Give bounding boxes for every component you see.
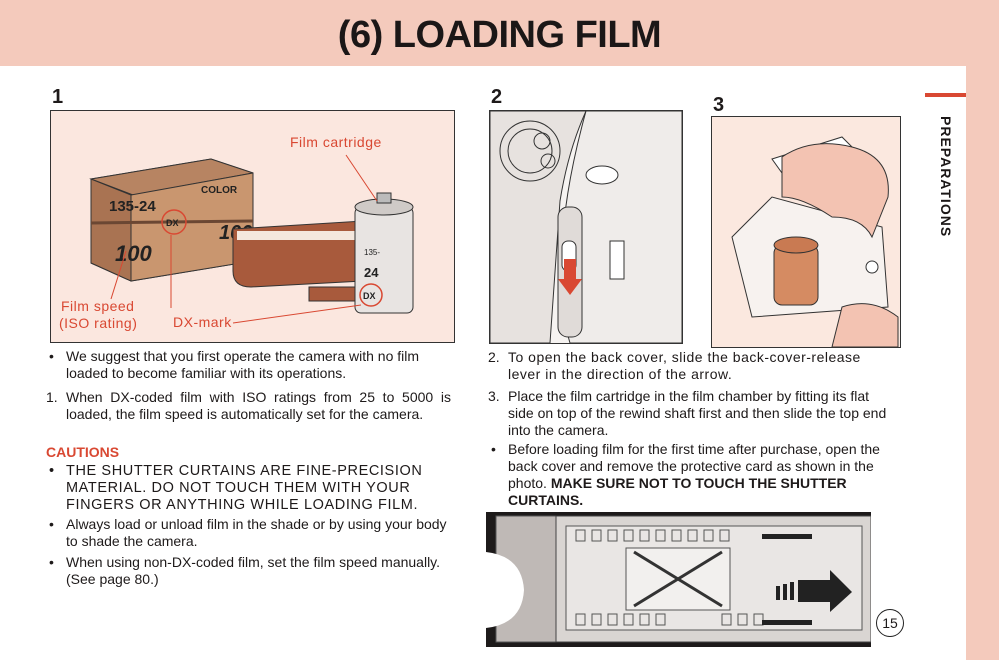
- cartridge-dx-circle: [359, 283, 383, 307]
- cartridge-film-number: 135-: [364, 248, 380, 257]
- step-2-text: To open the back cover, slide the back-c…: [508, 349, 861, 382]
- figure-2-open-back-cover: [489, 110, 683, 344]
- box-film-number: 135-24: [109, 198, 156, 215]
- figure-1-film-cartridge: 135-24 COLOR 100 100 DX 135- 24 DX Film …: [50, 110, 455, 343]
- cautions-heading: CAUTIONS: [46, 444, 120, 460]
- box-brand: COLOR: [201, 185, 238, 196]
- note-warning: MAKE SURE NOT TO TOUCH THE SHUTTER CURTA…: [508, 475, 847, 508]
- box-dx-mark: DX: [166, 218, 179, 228]
- cartridge-exposures: 24: [364, 265, 379, 280]
- side-tab-label: PREPARATIONS: [938, 116, 954, 238]
- box-dx-circle: [161, 209, 187, 235]
- figure-4-protective-card: [486, 512, 871, 647]
- side-tab-marker: [925, 93, 966, 97]
- header-banner: (6) LOADING FILM: [0, 0, 999, 66]
- cartridge-insertion-illustration: [712, 117, 900, 347]
- step-1-number: 1.: [46, 389, 58, 405]
- figure-3-number: 3: [713, 94, 725, 116]
- film-cartridge-label: Film cartridge: [290, 134, 382, 150]
- figure-3-insert-cartridge: [711, 116, 901, 348]
- caution-3-text: When using non-DX-coded film, set the fi…: [49, 554, 451, 588]
- arrow-icon: [558, 259, 582, 295]
- step-3-text: Place the film cartridge in the film cha…: [508, 388, 887, 438]
- dx-mark-label: DX-mark: [173, 314, 232, 330]
- figure-1-number: 1: [52, 86, 64, 108]
- step-1-text: When DX-coded film with ISO ratings from…: [66, 389, 451, 422]
- note-text: Before loading film for the first time a…: [508, 441, 880, 491]
- page-title: (6) LOADING FILM: [337, 14, 662, 56]
- direction-arrow-icon: [798, 570, 852, 612]
- film-cartridge-illustration: 135-24 COLOR 100 100 DX 135- 24 DX: [89, 154, 414, 324]
- protective-card-illustration: [486, 512, 871, 647]
- caution-1-text: THE SHUTTER CURTAINS ARE FINE-PRECISION …: [49, 463, 451, 514]
- caution-2-text: Always load or unload film in the shade …: [49, 516, 451, 550]
- figure-2-number: 2: [491, 86, 503, 108]
- step-3-number: 3.: [488, 388, 500, 404]
- box-film-speed: 100: [115, 241, 152, 266]
- page-number: 15: [876, 609, 904, 637]
- film-speed-label: Film speed: [61, 298, 135, 314]
- step-2-number: 2.: [488, 349, 500, 365]
- iso-rating-label: (ISO rating): [59, 315, 138, 331]
- camera-back-illustration: [490, 111, 682, 343]
- intro-paragraph: We suggest that you first operate the ca…: [49, 348, 451, 382]
- note-paragraph: Before loading film for the first time a…: [491, 441, 896, 509]
- cartridge-dx-mark: DX: [363, 291, 376, 301]
- side-tab-band: [966, 66, 999, 660]
